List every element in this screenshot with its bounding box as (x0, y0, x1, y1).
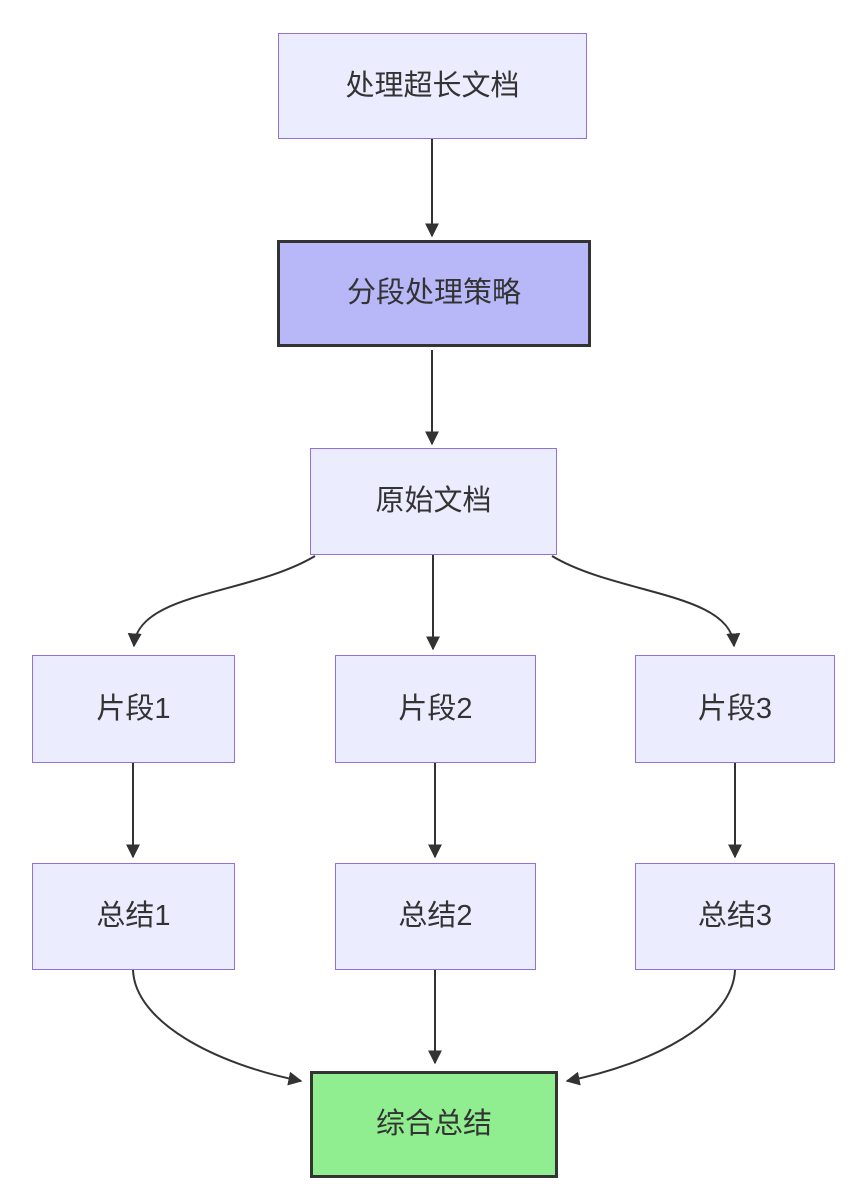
node-original-document: 原始文档 (310, 448, 557, 555)
edge-g-to-j (132, 969, 303, 1086)
node-segmentation-strategy: 分段处理策略 (277, 240, 591, 347)
node-summary-1: 总结1 (32, 863, 235, 970)
node-label: 总结1 (96, 900, 171, 933)
node-label: 分段处理策略 (346, 277, 521, 310)
node-label: 综合总结 (375, 1108, 492, 1141)
node-label: 总结2 (398, 900, 473, 933)
node-summary-2: 总结2 (335, 863, 536, 970)
node-label: 片段1 (96, 692, 171, 725)
node-combined-summary: 综合总结 (310, 1071, 558, 1178)
edge-i-to-j (565, 969, 736, 1086)
edge-c-to-d (127, 555, 316, 648)
node-label: 原始文档 (375, 485, 492, 518)
node-fragment-2: 片段2 (335, 655, 536, 763)
node-fragment-1: 片段1 (32, 655, 235, 763)
node-label: 处理超长文档 (345, 69, 520, 102)
node-label: 片段2 (398, 692, 473, 725)
node-fragment-3: 片段3 (635, 655, 835, 763)
node-label: 片段3 (697, 692, 773, 725)
node-summary-3: 总结3 (635, 863, 835, 970)
node-process-long-document: 处理超长文档 (278, 33, 587, 139)
node-label: 总结3 (697, 900, 773, 933)
edge-c-to-f (551, 555, 741, 648)
